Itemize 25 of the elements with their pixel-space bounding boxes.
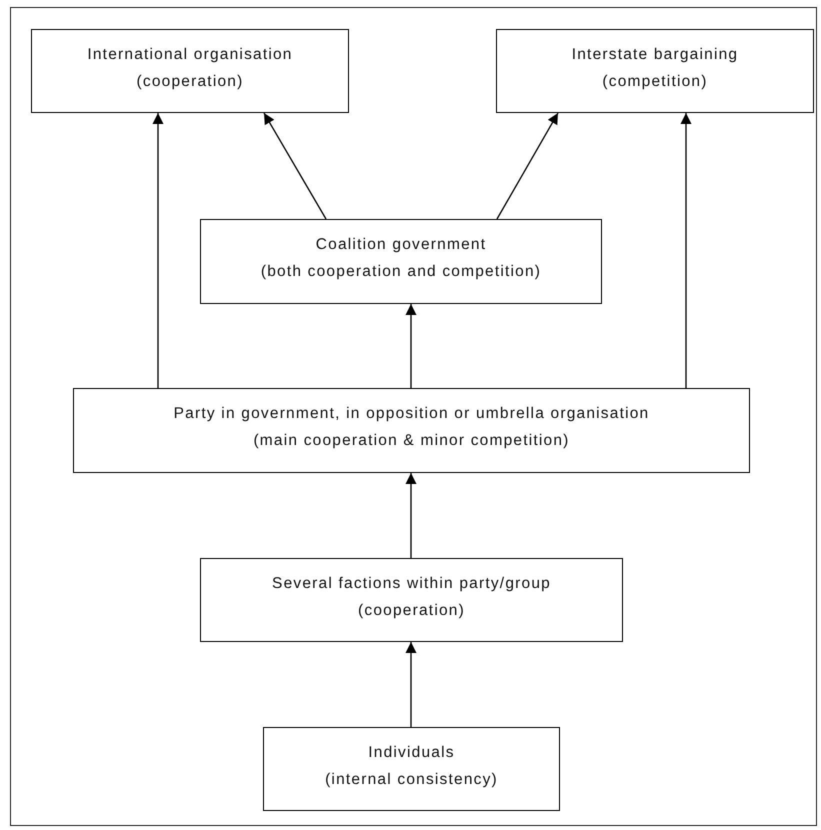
box-subtitle: (cooperation) (136, 72, 244, 92)
box-title: Several factions within party/group (271, 574, 552, 594)
arrow (152, 113, 164, 388)
process-box (263, 727, 560, 811)
box-title: Coalition government (314, 235, 488, 255)
box-title: Party in government, in opposition or umbrella organisation (172, 404, 650, 424)
box-subtitle: (main cooperation & minor competition) (252, 431, 571, 451)
arrow (496, 112, 559, 220)
box-subtitle: (internal consistency) (324, 770, 499, 790)
arrow (263, 112, 327, 220)
process-box (73, 388, 750, 473)
box-subtitle: (cooperation) (357, 601, 466, 621)
arrow (406, 642, 416, 727)
box-subtitle: (competition) (601, 72, 709, 92)
process-box (31, 29, 349, 113)
arrow (406, 304, 416, 388)
process-box (200, 558, 623, 642)
box-subtitle: (both cooperation and competition) (260, 262, 542, 282)
arrow (406, 473, 416, 558)
box-title: Individuals (367, 743, 456, 763)
box-title: International organisation (86, 45, 294, 65)
box-title: Interstate bargaining (570, 45, 740, 65)
process-box (496, 29, 814, 113)
arrow (680, 113, 692, 388)
process-box (200, 219, 602, 304)
